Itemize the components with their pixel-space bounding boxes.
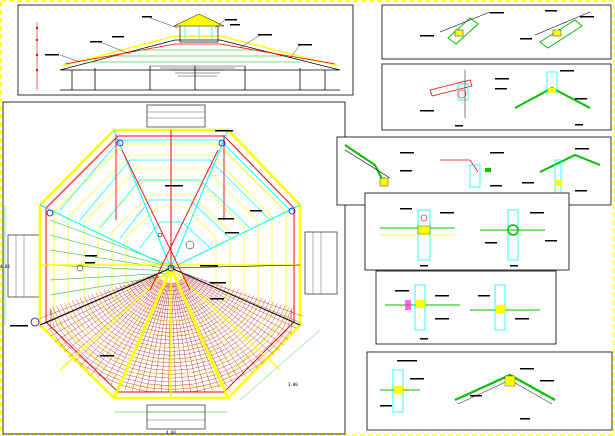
detail-panel-1 — [381, 4, 612, 60]
roof-tile-line — [160, 282, 171, 393]
roof-tile-line — [97, 280, 164, 378]
roof-tile-line — [171, 282, 177, 393]
roof-tile-line — [146, 282, 169, 393]
roof-tile-line — [85, 279, 163, 371]
roof-tile-line — [183, 275, 293, 335]
roof-tile-line — [110, 281, 165, 385]
roof-tile-line — [40, 273, 158, 319]
roof-tile-line — [172, 282, 184, 393]
roof-tile-line — [181, 278, 275, 356]
roof-tile-line — [91, 280, 163, 375]
roof-tile-line — [59, 277, 160, 348]
plan-leaders — [10, 130, 262, 357]
roof-tile-line — [178, 280, 247, 377]
dimension-bottom: 4.60 — [166, 430, 176, 435]
roof-tile-line — [177, 281, 234, 384]
deck-top — [146, 104, 206, 128]
tension-cables — [59, 139, 291, 249]
roof-tile-line — [46, 275, 158, 331]
roof-tile-line — [184, 274, 297, 329]
roof-tile-line — [180, 279, 259, 370]
marker-circle-b — [185, 240, 195, 250]
roof-tile-line — [174, 282, 206, 393]
purlin-rings — [67, 154, 273, 374]
corner-nodes — [30, 139, 296, 327]
roof-tile-line — [43, 274, 158, 325]
roof-plan-view: 4.60 3.00 4.60 — [0, 101, 346, 435]
dimension-lines — [4, 205, 321, 413]
roof-tile-line — [179, 280, 253, 374]
roof-tile-line — [63, 277, 160, 353]
dimension-left: 4.60 — [0, 264, 10, 269]
marker-circle-a — [76, 264, 84, 272]
detail-panel-6 — [366, 351, 613, 431]
roof-tile-line — [184, 273, 303, 317]
roof-tile-line — [138, 282, 168, 393]
roof-tile-line — [175, 282, 213, 391]
detail-panel-2 — [381, 63, 612, 131]
detail-panel-5 — [375, 270, 557, 345]
roof-tile-line — [182, 276, 285, 346]
detail-panel-4 — [364, 192, 570, 271]
roof-tile-line — [182, 277, 280, 351]
deck-bottom — [146, 404, 206, 430]
level-markers — [35, 26, 39, 72]
roof-tile-line — [124, 282, 167, 390]
roof-tile-line — [104, 281, 165, 382]
dimension-diagonal: 3.00 — [288, 382, 298, 387]
roof-tile-line — [178, 281, 240, 381]
roof-tile-line — [50, 275, 159, 337]
marker-circle-c — [157, 232, 163, 238]
roof-tile-line — [173, 282, 199, 393]
roof-tile-line — [172, 282, 191, 393]
elevation-view — [17, 4, 354, 96]
roof-tile-line — [153, 282, 170, 393]
